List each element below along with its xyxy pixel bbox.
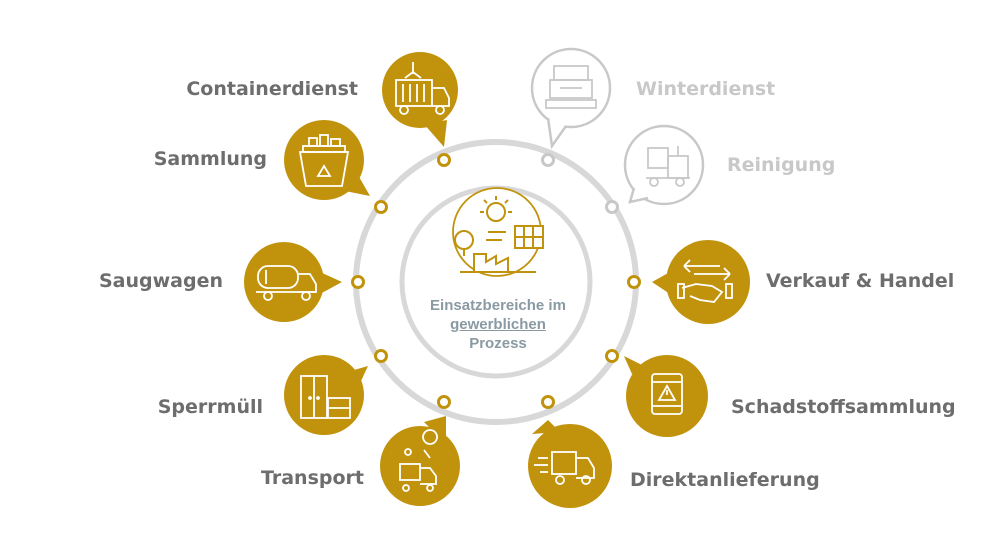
center-title-line3: Prozess	[469, 335, 527, 352]
recycling-bin-icon	[284, 120, 370, 200]
industry-energy-icon	[452, 187, 544, 277]
center-title-line1: Einsatzbereiche im	[430, 297, 566, 314]
center-title: Einsatzbereiche im gewerblichen Prozess	[400, 296, 596, 353]
ring-dot	[374, 200, 388, 214]
snowplow-icon	[530, 47, 612, 150]
furniture-icon	[284, 355, 368, 435]
label-direktanlieferung: Direktanlieferung	[630, 469, 820, 491]
label-sammlung: Sammlung	[153, 148, 267, 170]
container-truck-icon	[382, 52, 458, 147]
label-transport: Transport	[260, 467, 364, 489]
ring-dot	[437, 153, 451, 167]
ring-dot	[374, 349, 388, 363]
label-saugwagen: Saugwagen	[98, 270, 223, 292]
ring-dot	[627, 275, 641, 289]
label-reinigung: Reinigung	[727, 154, 836, 176]
label-winterdienst: Winterdienst	[636, 78, 776, 100]
ring-dot	[605, 349, 619, 363]
ring-dot	[437, 395, 451, 409]
label-schadstoffsammlung: Schadstoffsammlung	[731, 396, 956, 418]
label-verkauf-handel: Verkauf & Handel	[766, 270, 955, 292]
ring-dot	[351, 275, 365, 289]
ring-dot	[541, 395, 555, 409]
label-containerdienst: Containerdienst	[186, 78, 358, 100]
hazard-barrel-icon	[624, 355, 708, 437]
ring-dots	[351, 153, 641, 409]
label-sperrmuell: Sperrmüll	[157, 396, 263, 418]
delivery-location-icon	[380, 416, 460, 506]
tank-truck-icon	[244, 242, 342, 322]
ring-dot	[541, 153, 555, 167]
handshake-icon	[652, 240, 750, 324]
street-sweeper-icon	[623, 124, 705, 206]
fast-delivery-icon	[528, 420, 612, 508]
ring-dot	[605, 200, 619, 214]
center-title-line2: gewerblichen	[450, 316, 546, 333]
